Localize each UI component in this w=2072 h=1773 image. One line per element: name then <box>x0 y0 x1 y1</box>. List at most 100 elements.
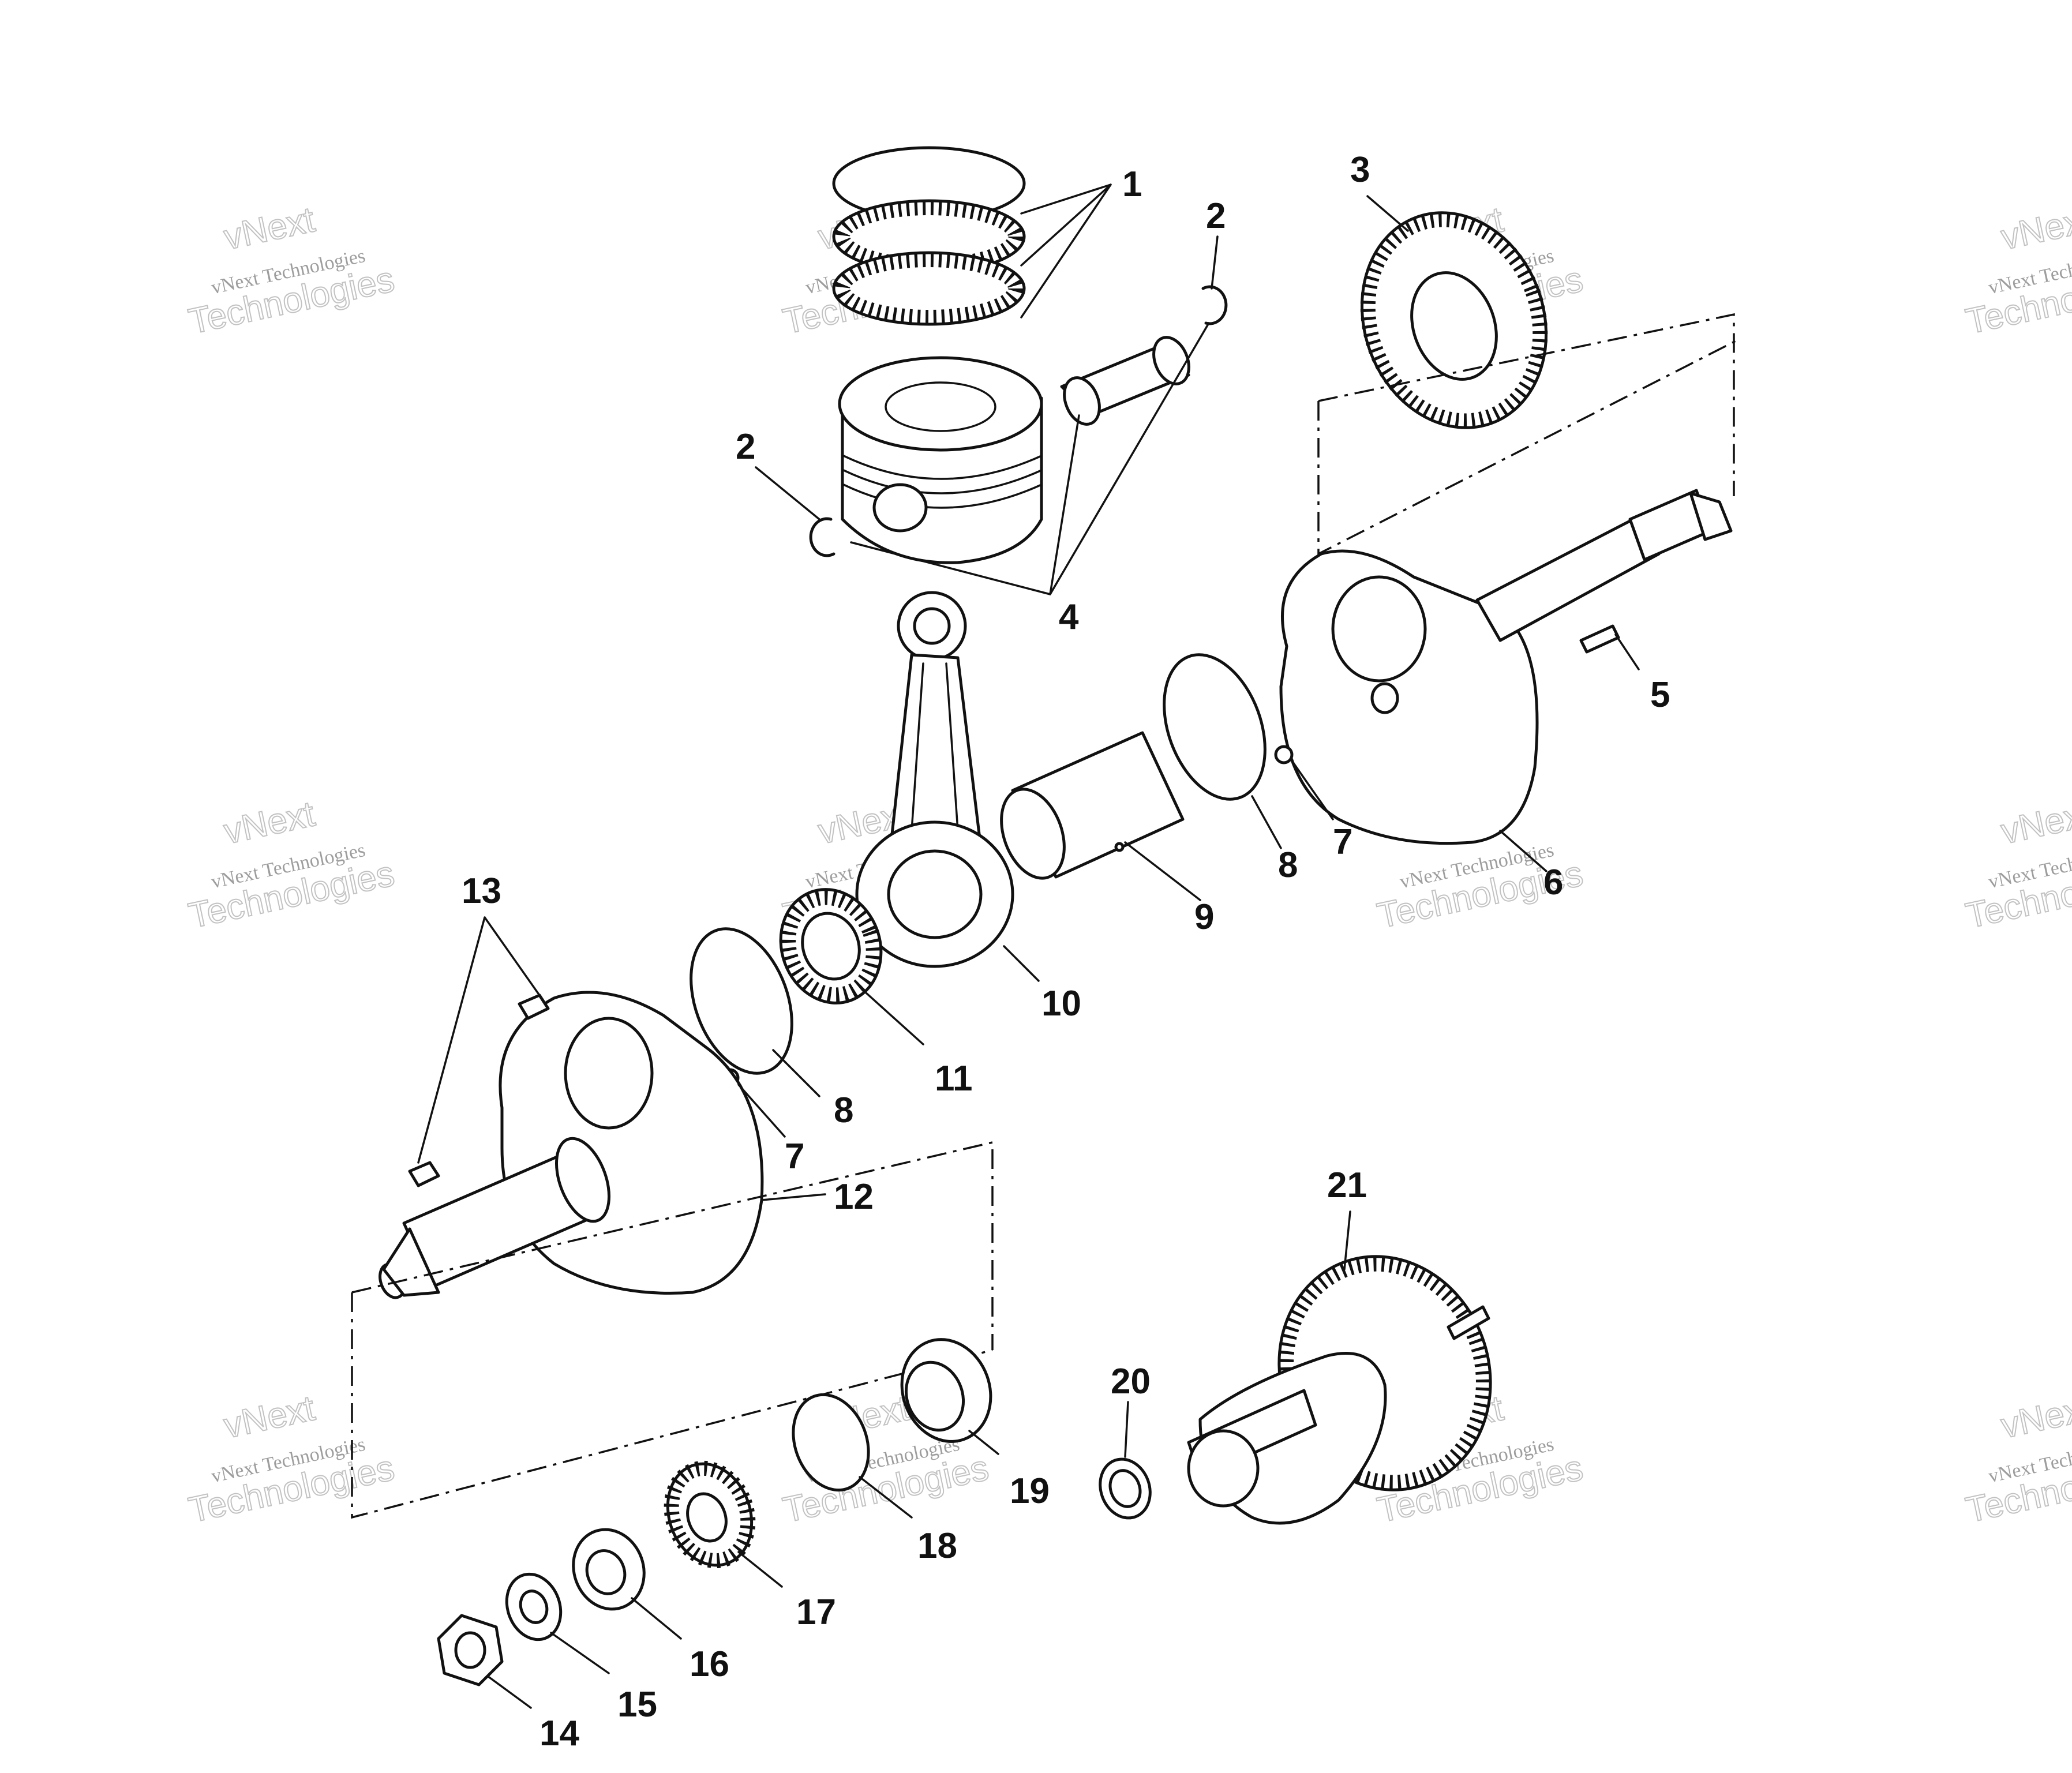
crank-half-right <box>1279 489 1733 845</box>
watermark-line1: vNext <box>1998 200 2072 257</box>
callout-14: 14 <box>539 1714 579 1753</box>
crank-threaded-stub <box>382 1227 440 1297</box>
leader-1 <box>1020 183 1112 318</box>
oil-ring-expander <box>835 200 1023 273</box>
leader-8-right <box>1251 795 1282 849</box>
crank-shaft-right <box>1475 512 1661 642</box>
leader-lines <box>417 183 1640 1709</box>
gear-bore <box>1410 271 1498 381</box>
leader-2-lower <box>755 466 820 520</box>
callout-6: 6 <box>1543 863 1563 902</box>
callout-7-left: 7 <box>785 1137 804 1176</box>
washer-15-bore <box>519 1590 549 1624</box>
piston-pin-end <box>1063 376 1101 426</box>
crank-journal-left <box>554 1137 611 1223</box>
watermark: vNext vNext Technologies Technologies <box>185 1388 398 1531</box>
watermark: vNext vNext Technologies Technologies <box>1962 793 2072 936</box>
piston-rings <box>832 146 1026 326</box>
callout-15: 15 <box>617 1685 657 1725</box>
callout-4: 4 <box>1059 597 1079 637</box>
callout-2-lower: 2 <box>736 427 755 467</box>
crank-shaft-end <box>1689 492 1733 541</box>
leader-12 <box>760 1193 826 1201</box>
watermark: vNext vNext Technologies Technologies <box>1962 199 2072 342</box>
watermark: vNext vNext Technologies Technologies <box>185 199 398 342</box>
callout-18: 18 <box>917 1526 957 1566</box>
dowel-pin <box>1579 624 1620 654</box>
piston-ring-grooves <box>842 455 1043 509</box>
bearing-needles <box>781 890 881 1003</box>
leader-10 <box>1003 945 1040 982</box>
leader-19 <box>968 1430 999 1455</box>
piston-pin-boss <box>872 483 928 533</box>
oil-ring-rail <box>835 252 1023 325</box>
washer-20-bore <box>1108 1469 1142 1508</box>
leader-16 <box>631 1597 682 1640</box>
watermark-line1: vNext <box>220 200 318 257</box>
watermark: vNext vNext Technologies Technologies <box>1962 1388 2072 1531</box>
watermark: vNext vNext Technologies Technologies <box>185 793 398 936</box>
rod-small-end-bore <box>913 607 951 645</box>
callout-10: 10 <box>1041 984 1081 1024</box>
balancer-shaft <box>1187 1255 1492 1525</box>
leader-11 <box>864 991 924 1045</box>
watermark-line1: vNext <box>220 794 318 852</box>
crankpin-end <box>1000 788 1066 880</box>
callout-21: 21 <box>1327 1165 1367 1205</box>
leader-20 <box>1124 1401 1129 1458</box>
thrust-washer-left <box>690 927 793 1075</box>
callout-17: 17 <box>796 1592 836 1632</box>
callout-12: 12 <box>834 1177 874 1217</box>
callout-1: 1 <box>1122 164 1142 204</box>
callout-16: 16 <box>690 1644 729 1684</box>
crank-oil-hole-right <box>1370 682 1399 714</box>
rod-beam <box>890 653 983 850</box>
crankpin-bore-left <box>564 1017 654 1130</box>
leader-5 <box>1614 634 1640 670</box>
callout-11: 11 <box>935 1059 973 1099</box>
circlip-upper <box>1201 285 1228 325</box>
woodruff-key-lower <box>408 1161 440 1187</box>
rod-beam-ribs <box>911 662 959 832</box>
rod-big-end-bore <box>887 849 983 939</box>
check-ball-right <box>1274 745 1294 764</box>
callout-20: 20 <box>1111 1362 1151 1401</box>
lock-nut <box>572 1528 646 1611</box>
callout-5: 5 <box>1650 675 1670 715</box>
balancer-gear-teeth <box>1279 1256 1491 1490</box>
leader-18 <box>859 1476 913 1519</box>
leader-17 <box>737 1551 783 1588</box>
drive-gear <box>1360 211 1548 429</box>
washer-18 <box>792 1393 870 1492</box>
oil-seal <box>900 1338 992 1443</box>
leader-6 <box>1499 830 1548 872</box>
leader-3 <box>1366 195 1409 232</box>
callout-7-right: 7 <box>1333 822 1352 862</box>
balancer-stub <box>1447 1305 1490 1340</box>
leader-4 <box>850 322 1210 595</box>
leader-2-upper <box>1211 235 1219 290</box>
callout-2-upper: 2 <box>1206 196 1226 236</box>
watermark-line1: vNext <box>1998 794 2072 852</box>
callout-9: 9 <box>1194 897 1214 937</box>
hex-nut-bore <box>454 1631 486 1669</box>
watermark-line1: vNext <box>220 1388 318 1446</box>
hex-nut <box>437 1614 504 1686</box>
circlip-lower <box>809 517 835 557</box>
callout-labels: 1 2 2 3 4 5 6 7 7 8 8 9 10 11 12 13 14 1… <box>462 150 1670 1753</box>
gear-teeth <box>1360 212 1548 429</box>
timing-sprocket <box>664 1460 756 1569</box>
leader-7-left <box>737 1084 786 1138</box>
callout-3: 3 <box>1350 150 1370 190</box>
crankpin-bore-right <box>1331 575 1427 683</box>
sprocket-teeth <box>664 1460 756 1569</box>
lock-nut-bore <box>585 1549 627 1595</box>
sprocket-bore <box>686 1492 728 1543</box>
balancer-journal-end <box>1187 1429 1260 1508</box>
alignment-frame-lower <box>351 1141 994 1519</box>
leader-8-left <box>772 1049 820 1097</box>
leader-15 <box>550 1632 610 1674</box>
leader-13 <box>417 916 541 1164</box>
callout-8-right: 8 <box>1278 845 1298 885</box>
